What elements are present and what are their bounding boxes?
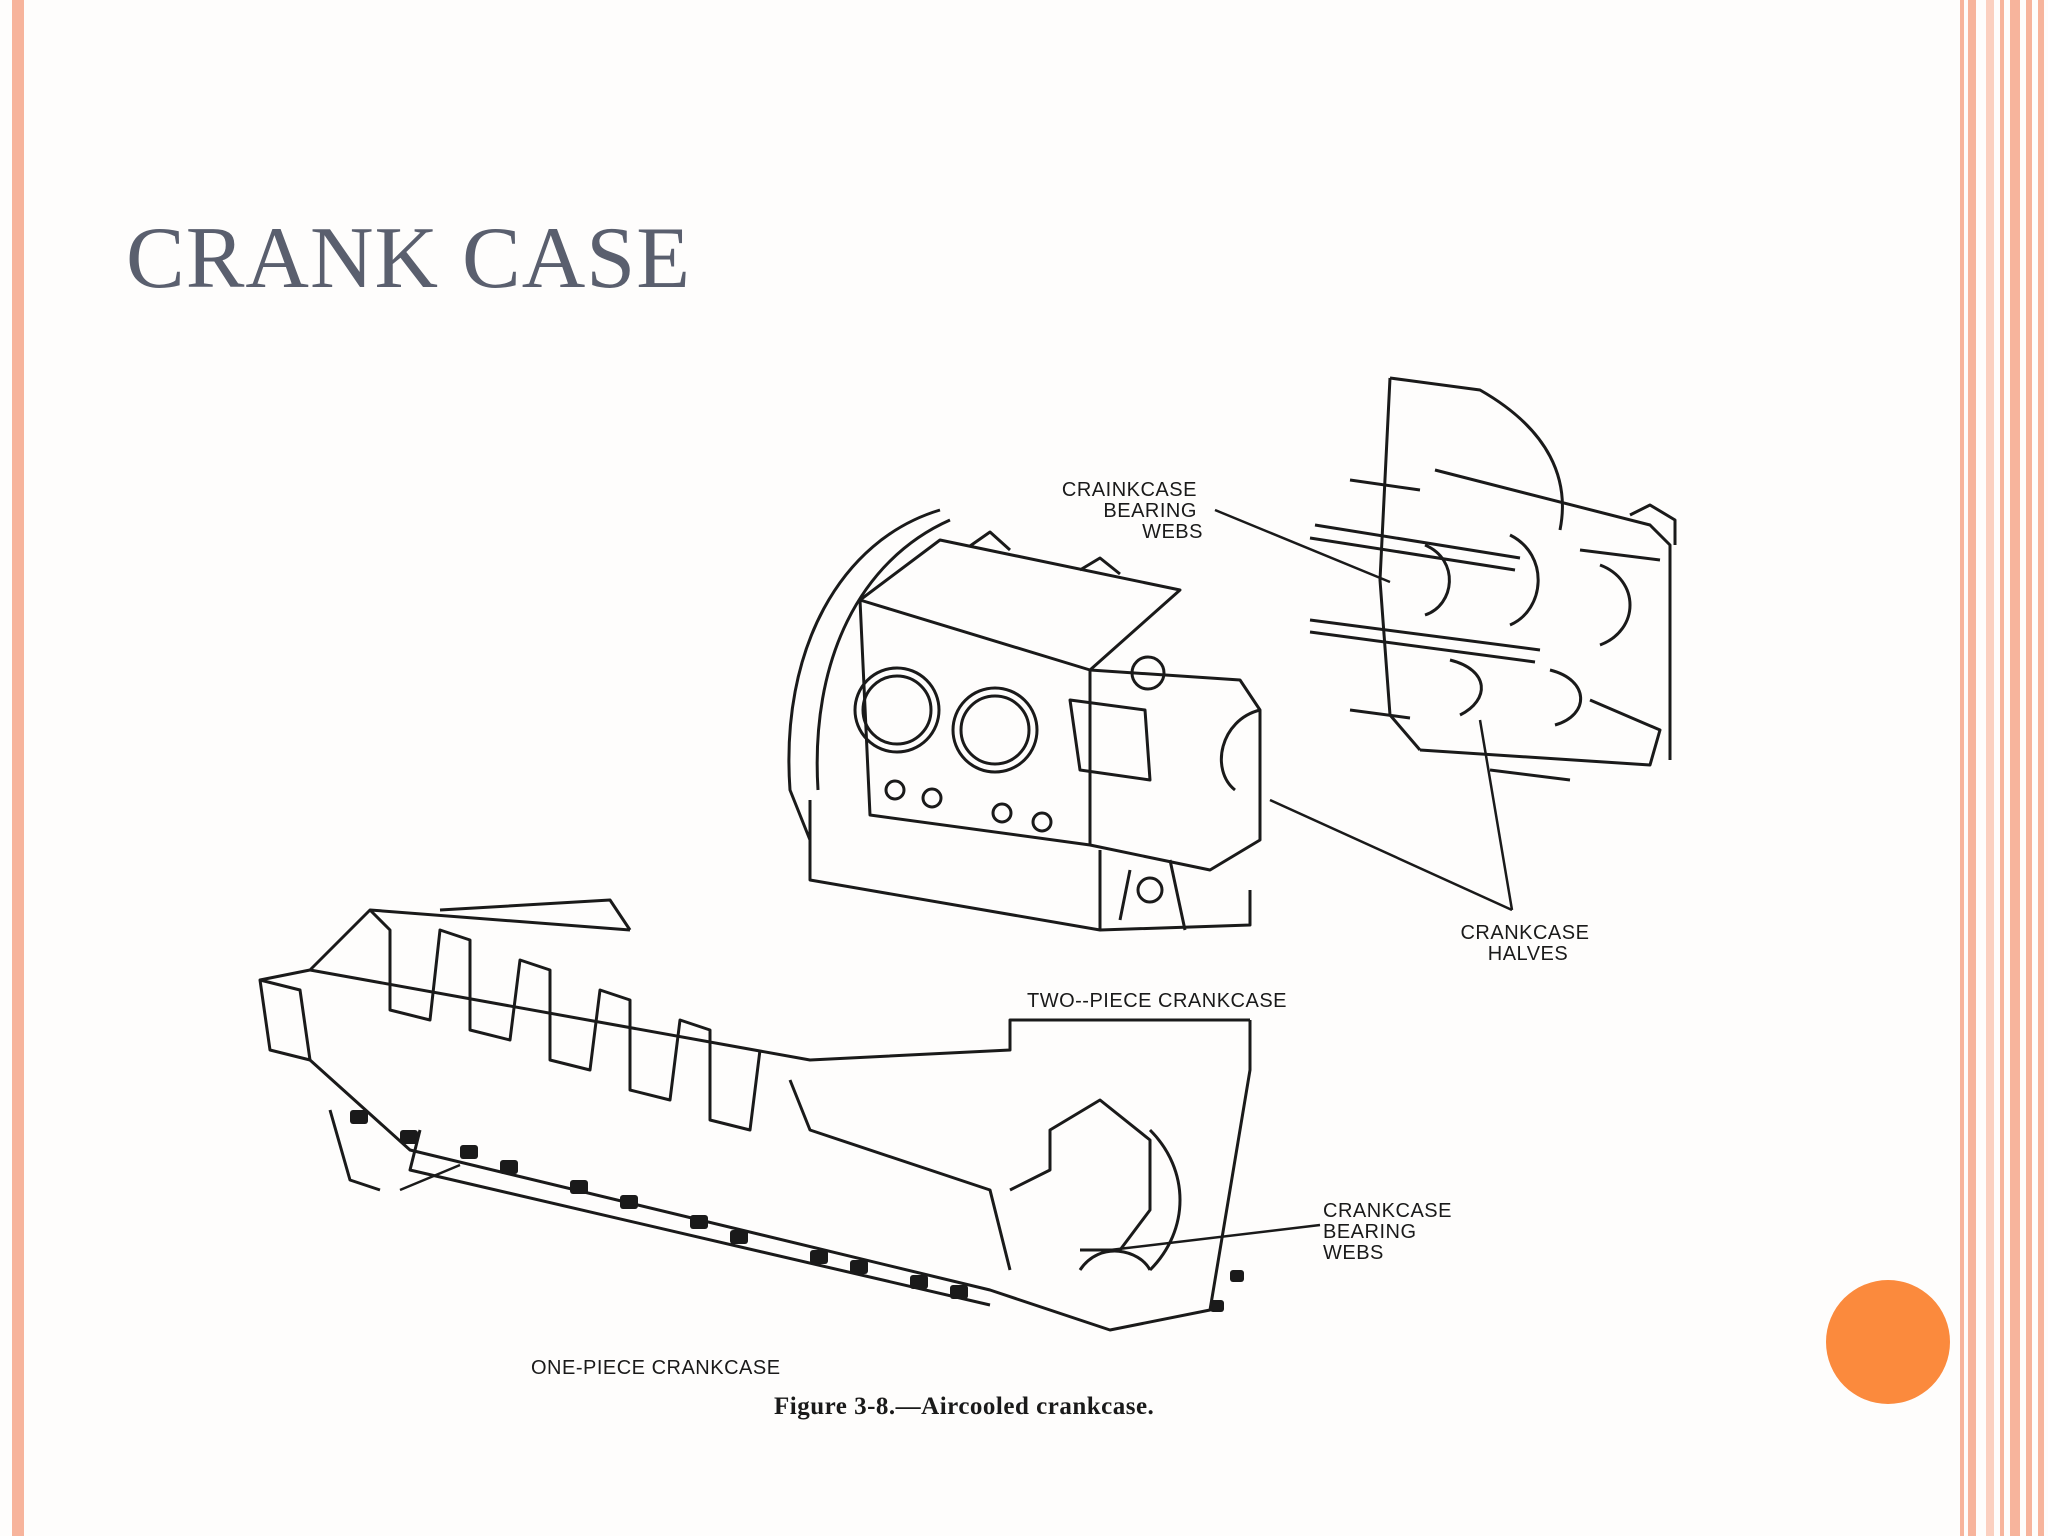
- leader-lines: [399, 508, 1514, 1252]
- crankcase-figure: CRAINKCASE BEARING WEBS CRANKCASE HALVES…: [250, 370, 1780, 1430]
- two-piece-crankcase-left-half: [787, 508, 1262, 932]
- one-piece-crankcase: [258, 898, 1252, 1332]
- next-slide-button[interactable]: [1826, 1280, 1950, 1404]
- right-border-stripe-3: [1986, 0, 1994, 1536]
- right-border-stripe-6: [2026, 0, 2032, 1536]
- right-border-stripe-1: [1960, 0, 1964, 1536]
- crankcase-bolts: [350, 1110, 1244, 1312]
- slide-title: CRANK CASE: [126, 210, 691, 307]
- crankcase-diagram: CRAINKCASE BEARING WEBS CRANKCASE HALVES…: [258, 376, 1677, 1420]
- label-bearing-webs-bottom: CRANKCASE BEARING WEBS: [1323, 1200, 1458, 1264]
- label-two-piece-crankcase: TWO--PIECE CRANKCASE: [1027, 990, 1287, 1012]
- label-crankcase-halves: CRANKCASE HALVES: [1460, 922, 1595, 965]
- left-border: [12, 0, 24, 1536]
- right-border-stripe-5: [2010, 0, 2020, 1536]
- right-border-stripe-4: [2000, 0, 2004, 1536]
- two-piece-crankcase-right-half: [1309, 376, 1677, 782]
- label-one-piece-crankcase: ONE-PIECE CRANKCASE: [531, 1357, 781, 1379]
- right-border-stripe-7: [2038, 0, 2044, 1536]
- label-bearing-webs-top: CRAINKCASE BEARING WEBS: [1062, 479, 1203, 543]
- figure-caption: Figure 3-8.—Aircooled crankcase.: [774, 1393, 1154, 1420]
- right-border-stripe-2: [1968, 0, 1976, 1536]
